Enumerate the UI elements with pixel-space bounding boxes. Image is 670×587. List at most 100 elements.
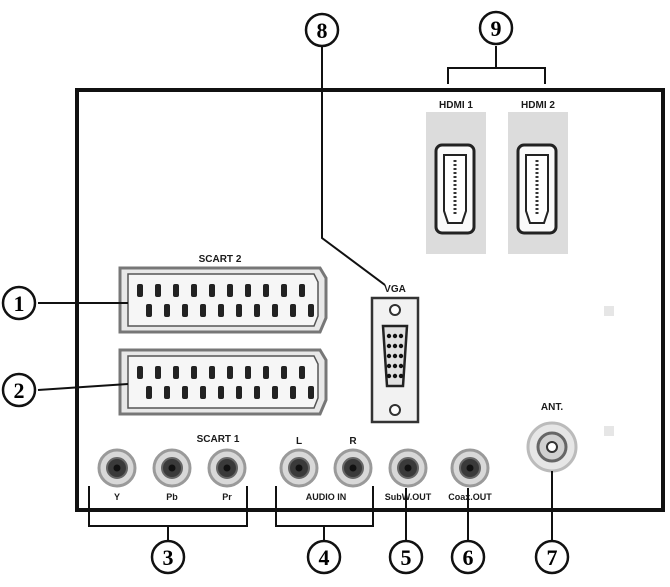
- scart-pin: [191, 366, 197, 379]
- vga-pin: [392, 363, 398, 369]
- pr-jack: [207, 448, 247, 488]
- callout-7: 7: [534, 539, 570, 575]
- callout-8: 8: [304, 12, 340, 48]
- scart-2-pins: [137, 284, 314, 317]
- scart-pin: [290, 304, 296, 317]
- subw-out-jack: [388, 448, 428, 488]
- audio-r-label: R: [349, 436, 357, 447]
- scart-pin: [290, 386, 296, 399]
- scart-pin: [245, 366, 251, 379]
- scart-pin: [200, 304, 206, 317]
- callout-number: 7: [547, 545, 558, 570]
- pb-label: Pb: [166, 492, 178, 502]
- vga-label: VGA: [384, 284, 406, 295]
- vga-port: [370, 296, 420, 424]
- callout-2: 2: [1, 372, 37, 408]
- callout-9: 9: [478, 10, 514, 46]
- hdmi-1-port: [426, 112, 486, 254]
- scart-pin: [182, 304, 188, 317]
- scart-pin: [182, 386, 188, 399]
- leader-lines: [37, 46, 553, 541]
- hdmi-2-label: HDMI 2: [521, 100, 555, 111]
- scart-pin: [173, 284, 179, 297]
- audio-in-label: AUDIO IN: [306, 492, 347, 502]
- vga-pin: [386, 333, 392, 339]
- pb-jack: [152, 448, 192, 488]
- coax-out-jack: [450, 448, 490, 488]
- vga-pin: [386, 363, 392, 369]
- callout-number: 3: [163, 545, 174, 570]
- scart-pin: [299, 284, 305, 297]
- callout-5: 5: [388, 539, 424, 575]
- coax-out-label: Coax.OUT: [448, 492, 492, 502]
- scart-pin: [272, 386, 278, 399]
- vga-pin: [398, 373, 404, 379]
- scart-1-port: [118, 348, 328, 416]
- scart-pin: [263, 284, 269, 297]
- vga-pin: [398, 343, 404, 349]
- vga-pin: [392, 333, 398, 339]
- vga-pin: [398, 333, 404, 339]
- rca-jacks: [97, 448, 490, 488]
- scart-pin: [227, 366, 233, 379]
- vga-pin: [398, 353, 404, 359]
- scart-pin: [209, 366, 215, 379]
- vga-pin: [386, 353, 392, 359]
- vga-pin: [392, 343, 398, 349]
- antenna-label: ANT.: [541, 402, 563, 413]
- callout-number: 9: [491, 16, 502, 41]
- scart-pin: [137, 284, 143, 297]
- scart-pin: [272, 304, 278, 317]
- vga-pins: [386, 333, 404, 379]
- vga-pin: [386, 343, 392, 349]
- scart-pin: [308, 386, 314, 399]
- pr-label: Pr: [222, 492, 232, 502]
- scart-2-port: [118, 266, 328, 334]
- scart-pin: [263, 366, 269, 379]
- scart-pin: [209, 284, 215, 297]
- callout-number: 6: [463, 545, 474, 570]
- scart-pin: [200, 386, 206, 399]
- y-jack: [97, 448, 137, 488]
- scart-pin: [191, 284, 197, 297]
- scart-pin: [236, 386, 242, 399]
- y-label: Y: [114, 492, 120, 502]
- scart-pin: [254, 386, 260, 399]
- scart-2-label: SCART 2: [199, 254, 242, 265]
- scart-pin: [155, 366, 161, 379]
- scart-1-pins: [137, 366, 314, 399]
- scart-pin: [155, 284, 161, 297]
- callout-number: 4: [319, 545, 330, 570]
- scart-pin: [218, 304, 224, 317]
- hdmi-1-label: HDMI 1: [439, 100, 473, 111]
- callout-6: 6: [450, 539, 486, 575]
- antenna-port: [526, 421, 578, 473]
- callout-number: 1: [14, 291, 25, 316]
- scart-pin: [308, 304, 314, 317]
- scart-pin: [245, 284, 251, 297]
- vga-pin: [392, 373, 398, 379]
- hdmi-2-port: [508, 112, 568, 254]
- vga-pin: [386, 373, 392, 379]
- vga-pin: [398, 363, 404, 369]
- scart-pin: [236, 304, 242, 317]
- scart-pin: [146, 304, 152, 317]
- audio-l-jack: [279, 448, 319, 488]
- scart-1-label: SCART 1: [197, 434, 240, 445]
- scart-pin: [227, 284, 233, 297]
- callout-1: 1: [1, 285, 37, 321]
- scart-pin: [254, 304, 260, 317]
- scart-pin: [164, 386, 170, 399]
- scart-pin: [173, 366, 179, 379]
- callout-number: 8: [317, 18, 328, 43]
- scart-pin: [299, 366, 305, 379]
- callout-3: 3: [150, 539, 186, 575]
- panel-mark: [604, 306, 614, 316]
- audio-r-jack: [333, 448, 373, 488]
- scart-pin: [218, 386, 224, 399]
- callout-number: 5: [401, 545, 412, 570]
- scart-pin: [164, 304, 170, 317]
- audio-l-label: L: [296, 436, 302, 447]
